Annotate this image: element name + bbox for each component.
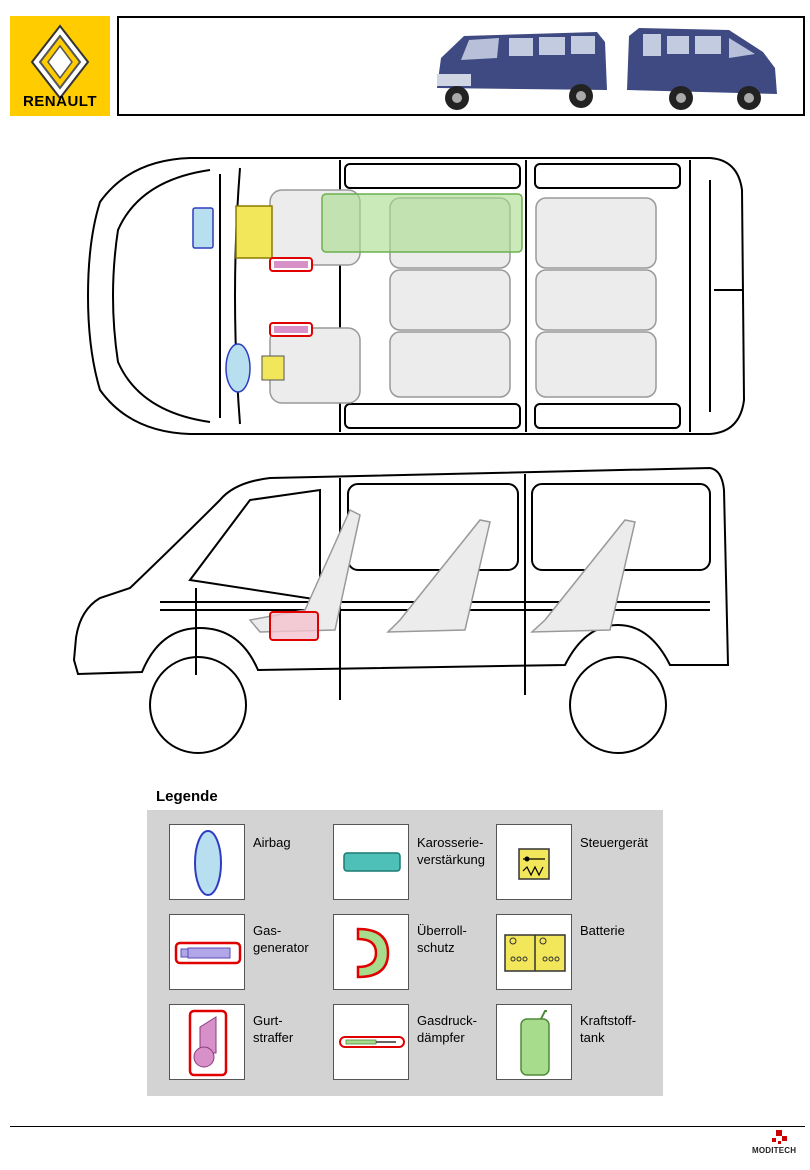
renault-logo: RENAULT	[10, 16, 110, 116]
control-unit-icon	[518, 848, 550, 880]
van-photo-front	[437, 32, 607, 110]
legend-gas-generator-label: Gas- generator	[253, 923, 309, 955]
legend-rollover-protection-label: Überroll- schutz	[417, 923, 467, 955]
footer-divider	[10, 1126, 805, 1127]
legend-body-reinforcement-box	[333, 824, 409, 900]
renault-diamond-icon	[30, 24, 90, 100]
legend-belt-tensioner-label: Gurt- straffer	[253, 1013, 294, 1045]
legend-battery-box	[496, 914, 572, 990]
legend-fuel-tank-box	[496, 1004, 572, 1080]
legend-title: Legende	[156, 788, 218, 805]
gas-strut-icon	[339, 1036, 405, 1048]
header-frame	[117, 16, 805, 116]
legend-airbag-label: Airbag	[253, 835, 291, 850]
moditech-logo-icon	[772, 1130, 787, 1144]
rollover-protection-icon	[356, 927, 390, 979]
legend-fuel-tank-label: Kraftstoff- tank	[580, 1013, 637, 1045]
van-photo-rear	[627, 28, 777, 110]
belt-tensioner-icon	[188, 1009, 228, 1077]
airbag-dashboard-marker	[192, 207, 214, 249]
battery-icon	[504, 934, 566, 972]
airbag-steering-marker	[225, 343, 251, 393]
legend-rollover-protection-box	[333, 914, 409, 990]
van-top-view	[86, 157, 746, 435]
legend-airbag-box	[169, 824, 245, 900]
legend-control-unit-label: Steuergerät	[580, 835, 648, 850]
logo-wordmark: RENAULT	[22, 93, 98, 110]
van-photos	[437, 28, 777, 110]
legend-gas-strut-label: Gasdruck- dämpfer	[417, 1013, 477, 1045]
legend-body-reinforcement-label: Karosserie- verstärkung	[417, 835, 485, 867]
control-unit-marker	[261, 355, 285, 381]
van-side-view	[72, 466, 730, 754]
battery-marker	[235, 205, 273, 259]
belt-tensioner-marker	[269, 611, 319, 641]
fuel-tank-icon	[520, 1010, 550, 1076]
moditech-wordmark: MODITECH	[752, 1146, 797, 1155]
airbag-icon	[194, 830, 222, 896]
legend-battery-label: Batterie	[580, 923, 625, 938]
legend-gas-strut-box	[333, 1004, 409, 1080]
legend-gas-generator-box	[169, 914, 245, 990]
legend-panel: Airbag Karosserie- verstärkung Steuerger…	[147, 810, 663, 1096]
seats-side-view	[248, 508, 636, 633]
legend-belt-tensioner-box	[169, 1004, 245, 1080]
legend-control-unit-box	[496, 824, 572, 900]
rollover-protection-area	[321, 193, 523, 253]
gas-generator-icon	[174, 941, 242, 965]
body-reinforcement-icon	[343, 852, 401, 872]
